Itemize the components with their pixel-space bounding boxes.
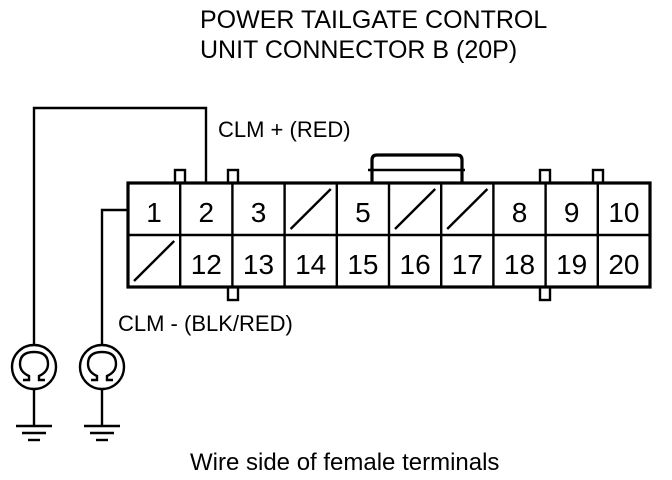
pin-number-9: 9 <box>564 197 580 228</box>
pin-number-13: 13 <box>243 249 274 280</box>
pin-number-15: 15 <box>347 249 378 280</box>
pin-number-5: 5 <box>355 197 371 228</box>
pin-number-17: 17 <box>452 249 483 280</box>
ohm-meter-icon-left <box>10 343 58 442</box>
pin-number-8: 8 <box>512 197 528 228</box>
lug-top-2 <box>226 168 240 185</box>
pin-number-10: 10 <box>608 197 639 228</box>
pin-number-1: 1 <box>146 197 162 228</box>
pin-number-2: 2 <box>199 197 215 228</box>
pin-number-14: 14 <box>295 249 326 280</box>
lug-bottom-2 <box>538 285 552 302</box>
pin-number-16: 16 <box>400 249 431 280</box>
ohm-meter-icon-right <box>78 343 126 442</box>
unused-cavity-slash <box>446 188 489 230</box>
lug-top-1 <box>173 168 187 185</box>
wire-clm-plus <box>32 106 208 345</box>
pin-number-3: 3 <box>251 197 267 228</box>
lug-bottom-1 <box>226 285 240 302</box>
lug-top-3 <box>538 168 552 185</box>
connector-latch <box>370 153 464 183</box>
pin-number-18: 18 <box>504 249 535 280</box>
title-line-1: POWER TAILGATE CONTROL <box>200 6 547 34</box>
unused-cavity-slash <box>289 188 332 230</box>
pin-number-20: 20 <box>608 249 639 280</box>
title-line-2: UNIT CONNECTOR B (20P) <box>200 36 517 64</box>
clm-minus-label: CLM - (BLK/RED) <box>118 311 293 336</box>
pin-number-19: 19 <box>556 249 587 280</box>
clm-plus-label: CLM + (RED) <box>218 117 351 142</box>
lug-top-4 <box>591 168 605 185</box>
caption: Wire side of female terminals <box>190 449 499 476</box>
wire-clm-minus <box>100 208 128 345</box>
unused-cavity-slash <box>394 188 437 230</box>
unused-cavity-slash <box>133 240 176 282</box>
pin-number-12: 12 <box>191 249 222 280</box>
